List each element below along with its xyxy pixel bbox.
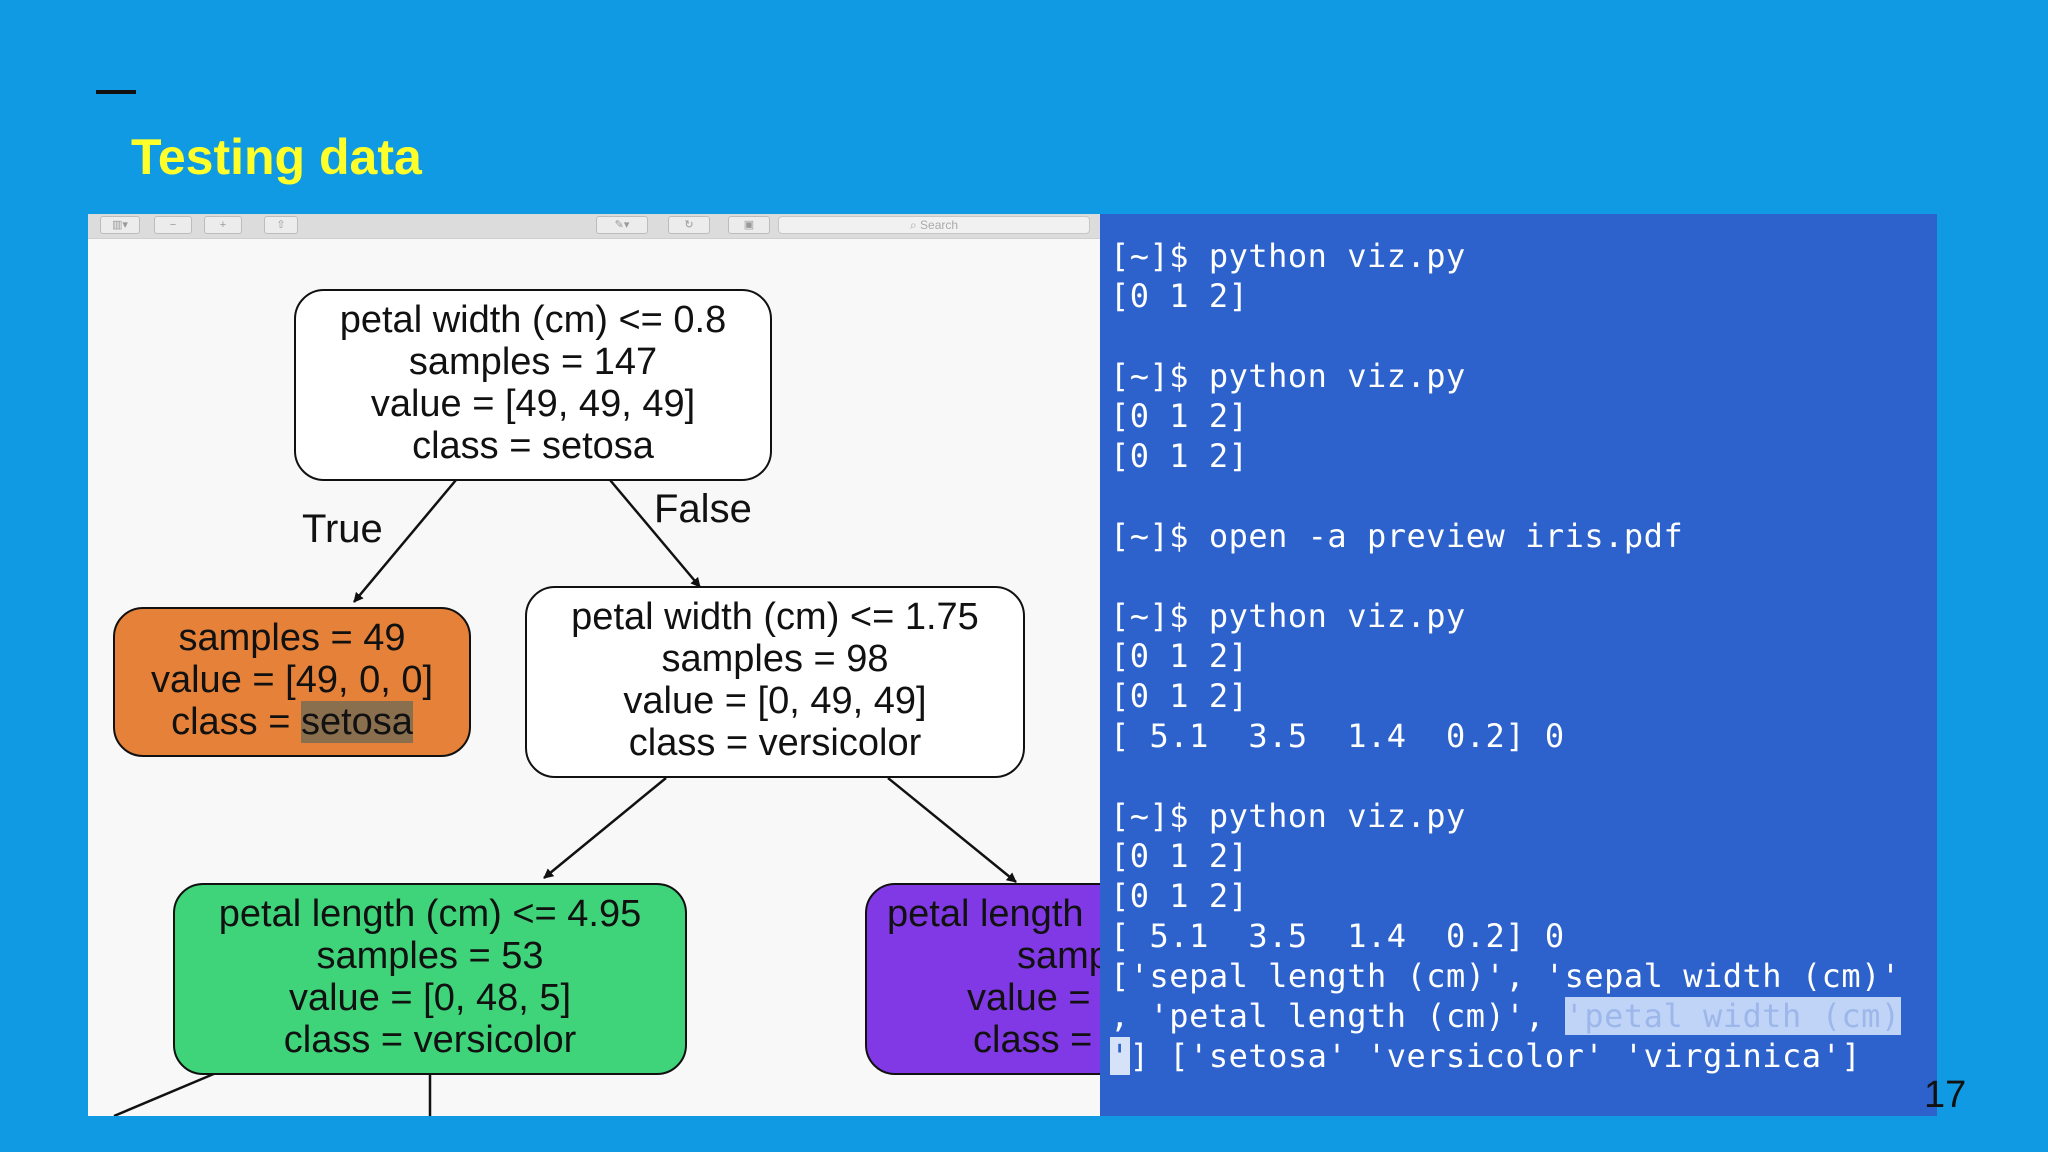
- terminal-line: [0 1 2]: [1110, 397, 1249, 435]
- terminal-selection: 'petal width (cm): [1564, 997, 1901, 1035]
- terminal-line: [~]$ python viz.py: [1110, 597, 1466, 635]
- terminal-line: [~]$ python viz.py: [1110, 237, 1466, 275]
- edge-root-left: [353, 479, 457, 603]
- rotate-icon[interactable]: ↻: [668, 216, 710, 234]
- terminal-line: [~]$ open -a preview iris.pdf: [1110, 517, 1684, 555]
- terminal-caret: ': [1110, 1037, 1130, 1075]
- page-number: 17: [1924, 1074, 1967, 1116]
- share-icon[interactable]: ⇧: [264, 216, 298, 234]
- slide-title: Testing data: [131, 129, 422, 185]
- terminal-line: [~]$ python viz.py: [1110, 797, 1466, 835]
- edge-split2-right: [887, 777, 1017, 883]
- pdf-preview-window: ▥▾ − + ⇧ ✎▾ ↻ ▣ ⌕ Search peta: [88, 214, 1101, 1116]
- search-input[interactable]: ⌕ Search: [778, 216, 1090, 234]
- tree-purple-node: petal length samp value = class =: [865, 883, 1101, 1075]
- terminal-line: [0 1 2]: [1110, 637, 1249, 675]
- zoom-in-icon[interactable]: +: [204, 216, 242, 234]
- tree-split-node: petal width (cm) <= 1.75 samples = 98 va…: [525, 586, 1025, 778]
- edge-green-left: [113, 1071, 217, 1116]
- terminal-line: , 'petal length (cm)', 'petal width (cm): [1110, 997, 1901, 1035]
- terminal-line: [~]$ python viz.py: [1110, 357, 1466, 395]
- terminal-line: [0 1 2]: [1110, 877, 1249, 915]
- terminal-line: [0 1 2]: [1110, 277, 1249, 315]
- zoom-out-icon[interactable]: −: [154, 216, 192, 234]
- edge-label-true: True: [302, 507, 383, 551]
- terminal-line: '] ['setosa' 'versicolor' 'virginica']: [1110, 1037, 1862, 1075]
- tree-root-node: petal width (cm) <= 0.8 samples = 147 va…: [294, 289, 772, 481]
- terminal-line: [ 5.1 3.5 1.4 0.2] 0: [1110, 717, 1565, 755]
- preview-toolbar: ▥▾ − + ⇧ ✎▾ ↻ ▣ ⌕ Search: [88, 214, 1101, 239]
- sidebar-icon[interactable]: ▥▾: [100, 216, 140, 234]
- terminal-line: [0 1 2]: [1110, 677, 1249, 715]
- search-icon: ⌕: [909, 218, 921, 232]
- terminal-line: ['sepal length (cm)', 'sepal width (cm)': [1110, 957, 1901, 995]
- tree-green-node: petal length (cm) <= 4.95 samples = 53 v…: [173, 883, 687, 1075]
- tree-edges: [113, 479, 1017, 1116]
- tree-leaf-setosa: samples = 49 value = [49, 0, 0] class = …: [113, 607, 471, 757]
- selected-text-setosa: setosa: [300, 701, 413, 743]
- edge-root-right: [609, 479, 701, 588]
- markup-icon[interactable]: ✎▾: [596, 216, 648, 234]
- edge-label-false: False: [654, 487, 752, 531]
- terminal-line: [ 5.1 3.5 1.4 0.2] 0: [1110, 917, 1565, 955]
- annotate-icon[interactable]: ▣: [728, 216, 770, 234]
- accent-bar: [96, 90, 136, 94]
- terminal-window[interactable]: [~]$ python viz.py [0 1 2] [~]$ python v…: [1100, 214, 1937, 1116]
- terminal-line: [0 1 2]: [1110, 437, 1249, 475]
- edge-split2-left: [543, 777, 667, 879]
- terminal-line: [0 1 2]: [1110, 837, 1249, 875]
